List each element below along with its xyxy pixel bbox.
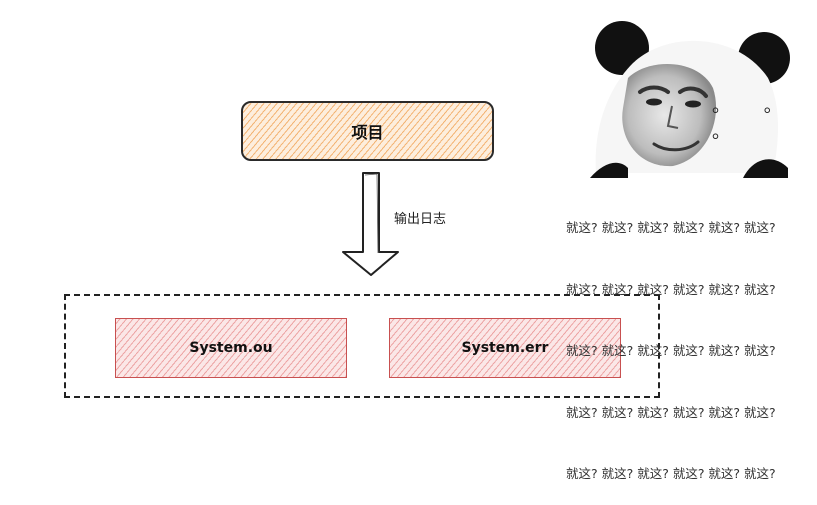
- meme-dots: 。 。 。: [712, 96, 796, 143]
- down-arrow-icon: [342, 172, 399, 276]
- meme-caption: 就这? 就这? 就这? 就这? 就这? 就这? 就这? 就这? 就这? 就这? …: [566, 177, 806, 505]
- system-err-box: System.err: [389, 318, 621, 378]
- meme-caption-line: 就这? 就这? 就这? 就这? 就这? 就这?: [566, 281, 776, 297]
- system-out-label: System.ou: [189, 340, 273, 356]
- system-err-label: System.err: [461, 340, 549, 356]
- arrow-label: 输出日志: [394, 212, 447, 227]
- panda-meme-image: [590, 21, 790, 178]
- meme-caption-line: 就这? 就这? 就这? 就这? 就这? 就这?: [566, 466, 776, 481]
- system-out-box: System.ou: [115, 318, 347, 378]
- meme-caption-line: 就这? 就这? 就这? 就这? 就这? 就这?: [566, 343, 776, 358]
- meme-caption-line: 就这? 就这? 就这? 就这? 就这? 就这?: [566, 220, 776, 235]
- project-box: 项目: [241, 101, 494, 161]
- project-label: 项目: [351, 123, 384, 142]
- meme-caption-line: 就这? 就这? 就这? 就这? 就这? 就这?: [566, 404, 776, 420]
- log-output-container: [64, 294, 660, 398]
